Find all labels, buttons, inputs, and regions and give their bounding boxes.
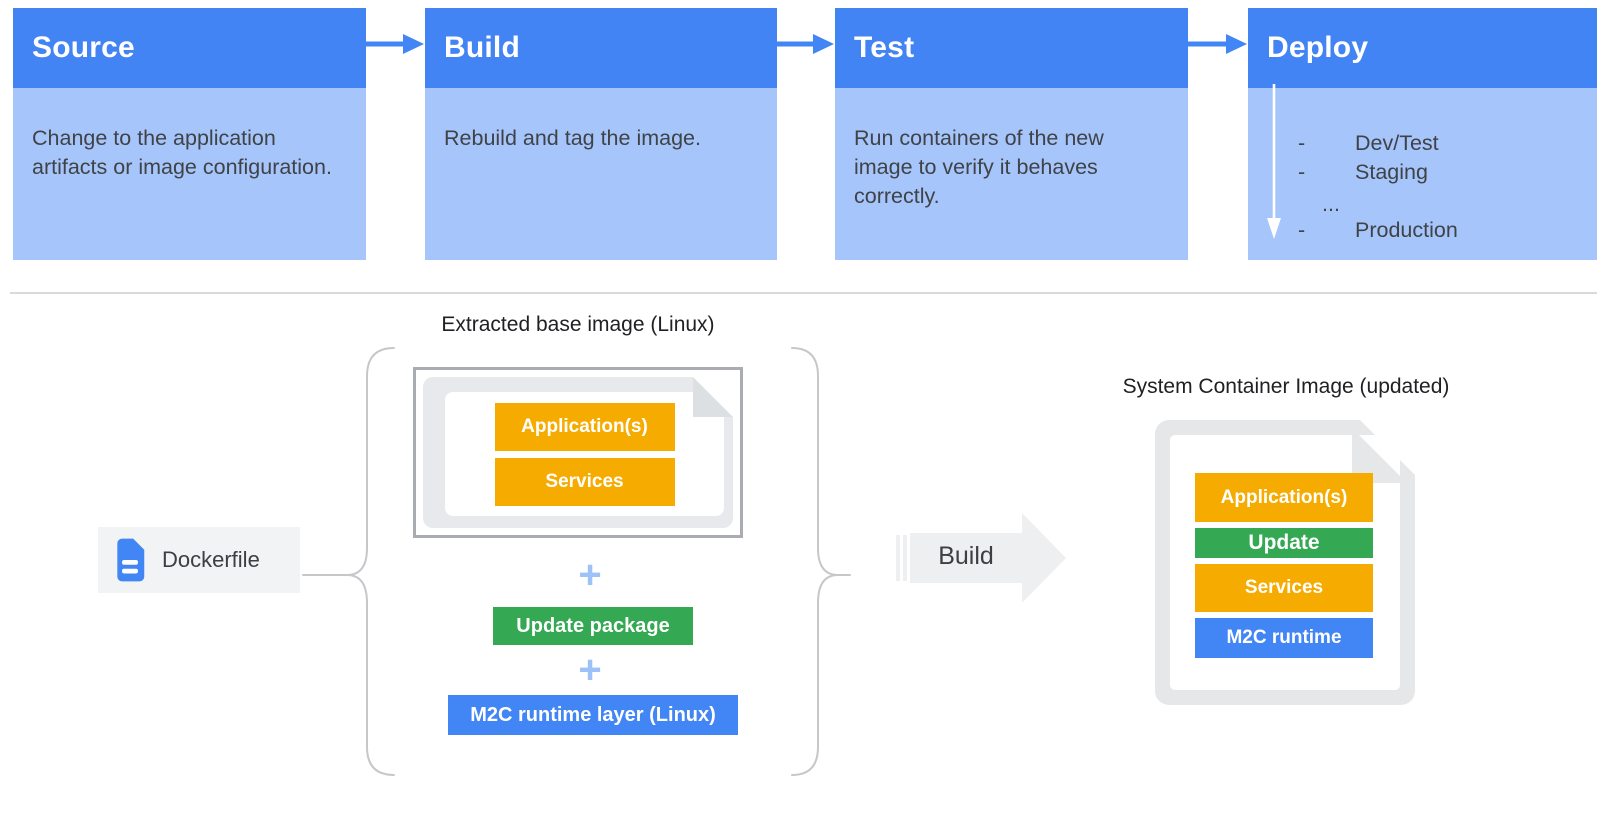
bullet-dash: - [1298,160,1306,184]
arrow-right-icon [1188,34,1247,54]
dockerfile-label: Dockerfile [162,547,260,572]
deploy-target-label: Production [1355,218,1458,242]
stage-header: Deploy [1248,8,1597,88]
deploy-target-label: Staging [1355,160,1428,184]
build-arrow-label: Build [938,541,994,570]
stage-header: Test [835,8,1188,88]
stage-header: Build [425,8,777,88]
document-icon [117,538,145,582]
applications-layer: Application(s) [1195,473,1373,522]
arrow-down-icon [1267,84,1281,239]
deploy-target-label: Dev/Test [1355,131,1439,155]
stage-title: Test [854,31,915,64]
services-layer: Services [1195,564,1373,612]
stage-box-test: Test Run containers of the new image to … [835,8,1188,260]
build-arrow-icon [896,513,1066,603]
services-layer: Services [495,458,675,506]
folded-corner-icon [693,377,733,417]
stage-body [1248,88,1597,260]
document-shape: Application(s) Services [423,377,733,528]
system-image-title: System Container Image (updated) [1122,375,1450,398]
applications-layer: Application(s) [495,403,675,451]
m2c-runtime-layer: M2C runtime [1195,618,1373,658]
bullet-dash: - [1298,131,1306,155]
dockerfile-chip: Dockerfile [98,527,300,593]
plus-icon: + [578,648,602,692]
update-layer: Update [1195,528,1373,558]
m2c-runtime-layer-box: M2C runtime layer (Linux) [448,695,738,735]
stage-description: Change to the application artifacts or i… [32,126,332,179]
plus-icon: + [578,553,602,597]
stage-description: Rebuild and tag the image. [444,126,701,150]
stage-header: Source [13,8,366,88]
stage-box-build: Build Rebuild and tag the image. [425,8,777,260]
arrow-right-icon [366,34,424,54]
section-divider [10,292,1597,294]
stage-body: Rebuild and tag the image. [425,88,777,260]
stage-box-source: Source Change to the application artifac… [13,8,366,260]
update-package-box: Update package [493,607,693,645]
arrow-right-icon [777,34,834,54]
stage-body: Run containers of the new image to verif… [835,88,1188,260]
system-layer-stack: Application(s) Update Services M2C runti… [1195,473,1373,658]
stage-box-deploy: Deploy [1248,8,1597,260]
stage-description: Run containers of the new image to verif… [854,126,1104,208]
stage-title: Deploy [1267,31,1369,64]
stage-title: Build [444,31,520,64]
extracted-image-title: Extracted base image (Linux) [441,313,715,336]
stage-title: Source [32,31,135,64]
deploy-target-label: ... [1322,192,1340,216]
document-inner-panel: Application(s) Services [445,392,724,516]
system-image-document: Application(s) Update Services M2C runti… [1155,420,1415,705]
extracted-image-frame: Application(s) Services [413,367,743,538]
stage-body: Change to the application artifacts or i… [13,88,366,260]
bullet-dash: - [1298,218,1306,242]
